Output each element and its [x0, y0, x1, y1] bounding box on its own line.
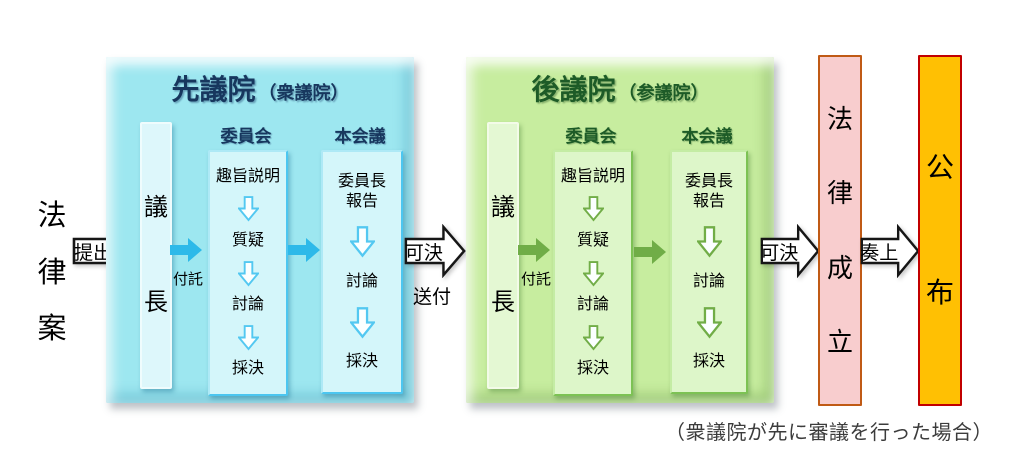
down-arrow-icon [696, 226, 722, 258]
first-house-plenary-label: 本会議 [334, 127, 386, 146]
step-item: 質疑 [231, 231, 264, 249]
present-arrow-label: 奏上 [860, 242, 899, 264]
down-arrow-icon [349, 226, 375, 258]
step-item: 委員長報告 [337, 172, 386, 210]
second-house-committee-box: 趣旨説明 質疑 討論 採決 [553, 150, 633, 396]
first-house-refer-arrow-icon [170, 238, 202, 262]
step-item: 採決 [231, 360, 264, 378]
bill-label: 法律案 [37, 200, 67, 345]
second-house-refer-label: 付託 [520, 271, 551, 288]
step-item: 質疑 [576, 231, 609, 249]
down-arrow-icon [237, 260, 259, 286]
second-house-refer-arrow-icon [518, 238, 550, 262]
first-house-committee-label: 委員会 [220, 127, 272, 146]
first-house-title-main: 先議院 [171, 74, 256, 105]
second-house-chair-box: 議長 [487, 122, 519, 389]
pass-send-arrow-label: 可決 [404, 242, 443, 264]
law-enacted-box: 法律成立 [818, 55, 862, 406]
first-house-chair-box: 議長 [140, 122, 172, 389]
step-item: 趣旨説明 [215, 167, 280, 185]
down-arrow-icon [237, 324, 259, 351]
step-item: 採決 [692, 353, 725, 371]
step-item: 討論 [345, 272, 378, 290]
step-item: 趣旨説明 [560, 167, 625, 185]
caption: （衆議院が先に審議を行った場合） [665, 422, 993, 444]
step-item: 討論 [576, 296, 609, 314]
step-item: 討論 [231, 296, 264, 314]
submit-arrow-label: 提出 [74, 242, 113, 264]
first-house-refer-label: 付託 [172, 271, 203, 288]
pass-arrow-label: 可決 [760, 242, 799, 264]
second-house-plenary-label: 本会議 [681, 127, 733, 146]
second-house-committee-label: 委員会 [565, 127, 617, 146]
down-arrow-icon [582, 260, 604, 286]
pass-send-arrow-icon: 可決 [404, 224, 466, 278]
down-arrow-icon [349, 306, 375, 339]
step-item: 委員長報告 [684, 172, 733, 210]
first-house-title-sub: （衆議院） [258, 83, 349, 103]
first-house-title: 先議院 （衆議院） [106, 68, 414, 108]
down-arrow-icon [237, 196, 259, 222]
first-house-committee-box: 趣旨説明 質疑 討論 採決 [208, 150, 288, 396]
down-arrow-icon [582, 196, 604, 222]
present-arrow-icon: 奏上 [860, 224, 920, 278]
step-item: 採決 [576, 360, 609, 378]
second-house-plenary-box: 委員長報告 討論 採決 [670, 150, 748, 394]
send-label: 送付 [412, 287, 451, 308]
down-arrow-icon [696, 306, 722, 339]
second-house-committee-to-plenary-arrow-icon [634, 240, 666, 264]
second-house-title: 後議院 （参議院） [466, 68, 774, 108]
step-item: 採決 [345, 353, 378, 371]
second-house-title-main: 後議院 [531, 74, 616, 105]
down-arrow-icon [582, 324, 604, 351]
pass-arrow-icon: 可決 [760, 224, 820, 278]
promulgation-box: 公布 [918, 55, 962, 406]
step-item: 討論 [692, 272, 725, 290]
first-house-committee-to-plenary-arrow-icon [288, 238, 320, 262]
first-house-plenary-box: 委員長報告 討論 採決 [321, 150, 403, 394]
second-house-title-sub: （参議院） [618, 83, 709, 103]
